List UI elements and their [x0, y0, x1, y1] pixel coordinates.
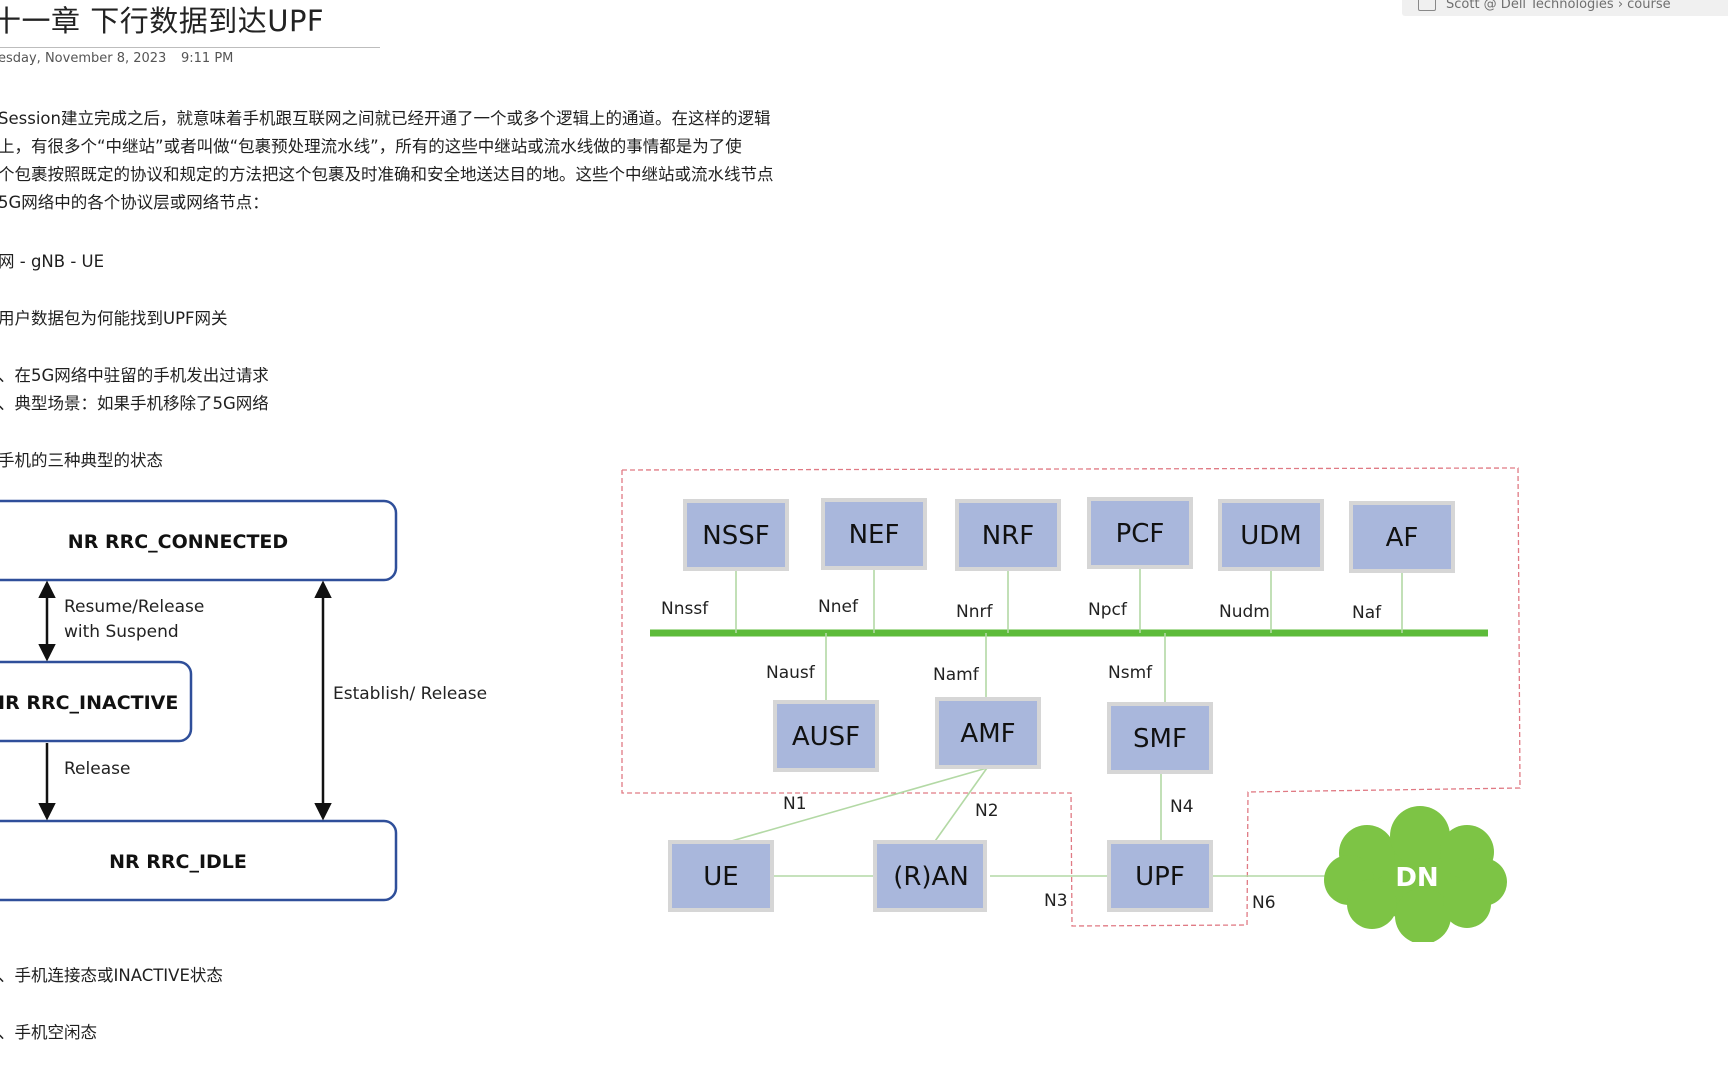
- iface-n6: N6: [1252, 893, 1276, 913]
- iface-nnrf: Nnrf: [956, 602, 993, 622]
- rrc-state-diagram[interactable]: NR RRC_CONNECTED IR RRC_INACTIVE NR RRC_…: [0, 490, 500, 910]
- iface-nnef: Nnef: [818, 597, 859, 617]
- rrc-connected-label: NR RRC_CONNECTED: [68, 531, 288, 553]
- nf-upf-label: UPF: [1135, 862, 1185, 892]
- breadcrumb-text: Scott @ Dell Technologies › course: [1446, 0, 1671, 12]
- iface-n1: N1: [783, 794, 807, 814]
- release-label: Release: [64, 759, 130, 779]
- iface-n3: N3: [1044, 891, 1068, 911]
- rrc-connected-box: [0, 499, 398, 582]
- dn-cloud: DN: [1324, 806, 1507, 942]
- paragraph-line: 5G网络中的各个协议层或网络节点：: [0, 193, 269, 212]
- states-heading[interactable]: 手机的三种典型的状态: [0, 451, 163, 470]
- dn-label: DN: [1395, 863, 1438, 893]
- request-line[interactable]: 、在5G网络中驻留的手机发出过请求: [0, 366, 269, 385]
- iface-n2: N2: [975, 801, 999, 821]
- notebook-breadcrumb[interactable]: Scott @ Dell Technologies › course: [1402, 0, 1728, 16]
- nf-pcf-label: PCF: [1116, 519, 1165, 549]
- bus-connectors: [720, 566, 1403, 877]
- connected-state-line[interactable]: 、手机连接态或INACTIVE状态: [0, 966, 223, 985]
- iface-namf: Namf: [933, 665, 980, 685]
- title-underline: [0, 47, 380, 48]
- nf-ausf-label: AUSF: [792, 722, 860, 752]
- core-boundary: [621, 467, 1521, 927]
- iface-naf: Naf: [1352, 603, 1382, 623]
- iface-n4: N4: [1170, 797, 1194, 817]
- nf-nef-box: NEF: [821, 498, 927, 570]
- nf-ran-label: (R)AN: [893, 862, 969, 892]
- nf-nssf-label: NSSF: [702, 521, 769, 551]
- nf-nrf-box: NRF: [955, 499, 1061, 571]
- iface-nsmf: Nsmf: [1108, 663, 1153, 683]
- 5g-architecture-diagram[interactable]: NSSF NEF NRF PCF UDM AF: [615, 462, 1530, 942]
- nf-smf-box: SMF: [1107, 702, 1213, 774]
- nf-udm-label: UDM: [1240, 521, 1301, 551]
- page-time: 9:11 PM: [181, 51, 234, 66]
- rrc-inactive-label: IR RRC_INACTIVE: [0, 692, 178, 714]
- idle-state-line[interactable]: 、手机空闲态: [0, 1023, 97, 1042]
- iface-npcf: Npcf: [1088, 600, 1128, 620]
- resume-label: Resume/Release: [64, 597, 204, 617]
- nf-ran-box: (R)AN: [873, 840, 987, 912]
- rrc-inactive-box: [0, 660, 193, 743]
- intro-paragraph[interactable]: Session建立完成之后，就意味着手机跟互联网之间就已经开通了一个或多个逻辑上…: [0, 105, 774, 217]
- nf-af-box: AF: [1349, 501, 1455, 573]
- nf-ue-label: UE: [703, 862, 738, 892]
- nf-smf-label: SMF: [1133, 724, 1187, 754]
- nf-nef-label: NEF: [849, 520, 900, 550]
- suspend-label: with Suspend: [64, 622, 179, 642]
- iface-nnssf: Nnssf: [661, 599, 709, 619]
- nf-amf-label: AMF: [960, 719, 1015, 749]
- rrc-idle-box: [0, 819, 398, 902]
- rrc-idle-label: NR RRC_IDLE: [109, 851, 247, 873]
- scenario-line[interactable]: 、典型场景：如果手机移除了5G网络: [0, 394, 269, 413]
- nf-upf-box: UPF: [1107, 840, 1213, 912]
- page-date: esday, November 8, 2023: [0, 51, 167, 66]
- page-title[interactable]: 十一章 下行数据到达UPF: [0, 4, 325, 38]
- nf-amf-box: AMF: [935, 697, 1041, 769]
- paragraph-line: 个包裹按照既定的协议和规定的方法把这个包裹及时准确和安全地送达目的地。这些个中继…: [0, 165, 774, 184]
- nf-pcf-box: PCF: [1087, 497, 1193, 569]
- nf-af-label: AF: [1386, 523, 1419, 553]
- nf-ue-box: UE: [668, 840, 774, 912]
- nf-udm-box: UDM: [1218, 499, 1324, 571]
- path-line[interactable]: 网 - gNB - UE: [0, 252, 105, 271]
- nf-nssf-box: NSSF: [683, 499, 789, 571]
- establish-label: Establish/ Release: [333, 684, 487, 704]
- page-icon: [1418, 0, 1436, 11]
- nf-nrf-label: NRF: [982, 521, 1034, 551]
- iface-nausf: Nausf: [766, 663, 816, 683]
- nf-ausf-box: AUSF: [773, 700, 879, 772]
- find-upf-line[interactable]: 用户数据包为何能找到UPF网关: [0, 309, 228, 328]
- iface-nudm: Nudm: [1219, 602, 1270, 622]
- paragraph-line: Session建立完成之后，就意味着手机跟互联网之间就已经开通了一个或多个逻辑上…: [0, 109, 771, 128]
- paragraph-line: 上，有很多个“中继站”或者叫做“包裹预处理流水线”，所有的这些中继站或流水线做的…: [0, 137, 742, 156]
